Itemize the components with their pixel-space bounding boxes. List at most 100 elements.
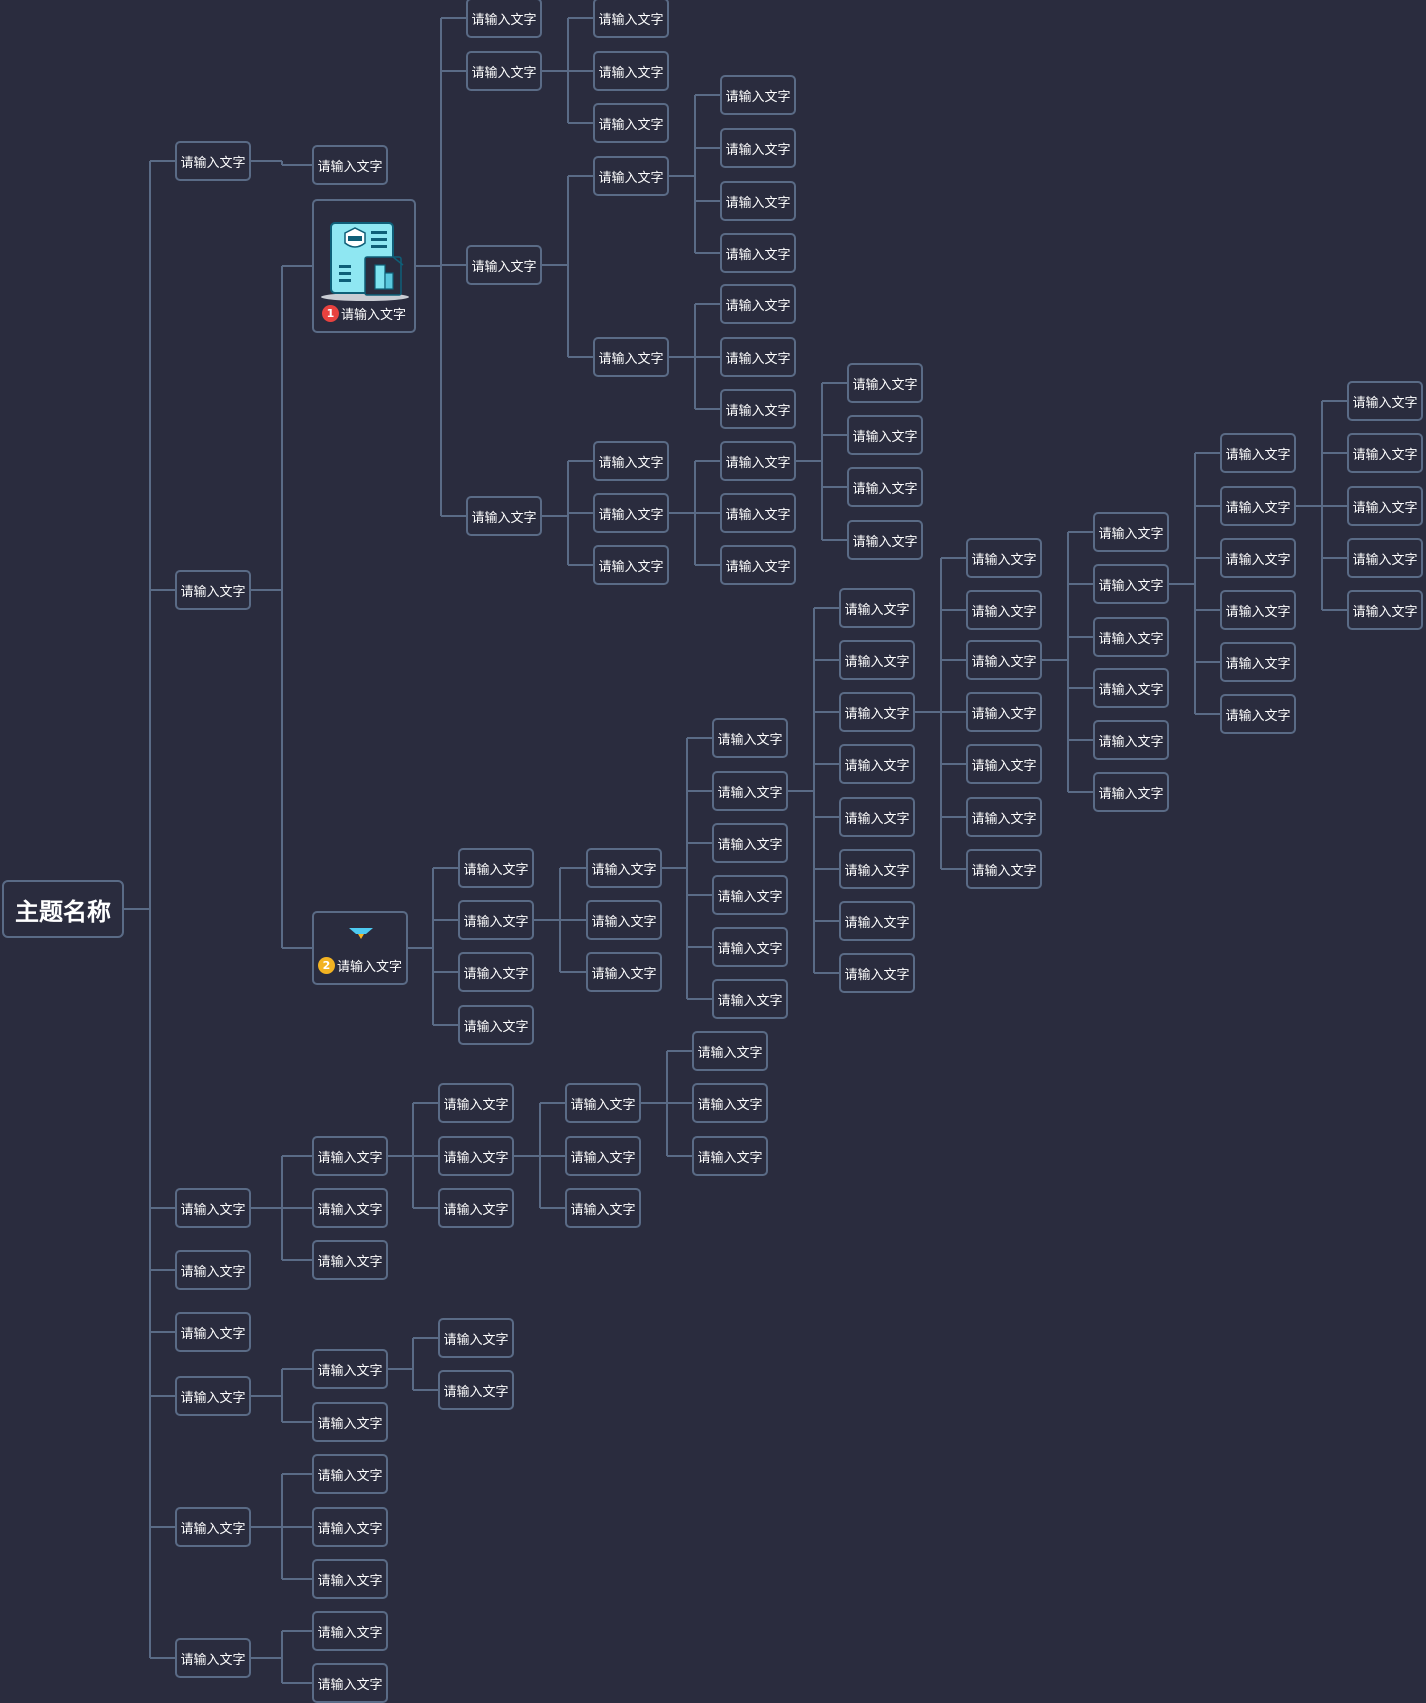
topic-node[interactable]: 请输入文字 (312, 1349, 388, 1389)
topic-node[interactable]: 请输入文字 (312, 1402, 388, 1442)
topic-node[interactable]: 请输入文字 (175, 570, 251, 610)
topic-node[interactable]: 请输入文字 (966, 590, 1042, 630)
topic-node[interactable]: 请输入文字 (720, 545, 796, 585)
topic-node[interactable]: 请输入文字 (586, 952, 662, 992)
topic-node[interactable]: 请输入文字 (720, 389, 796, 429)
topic-node[interactable]: 请输入文字 (175, 1376, 251, 1416)
topic-node[interactable]: 请输入文字 (593, 441, 669, 481)
topic-node[interactable]: 请输入文字 (839, 692, 915, 732)
topic-node[interactable]: 请输入文字 (312, 1663, 388, 1703)
topic-node[interactable]: 请输入文字 (175, 1188, 251, 1228)
topic-node[interactable]: 请输入文字 (593, 51, 669, 91)
topic-node[interactable]: 请输入文字 (175, 1250, 251, 1290)
topic-node[interactable]: 请输入文字 (458, 952, 534, 992)
topic-node[interactable]: 请输入文字 (1347, 381, 1423, 421)
topic-node[interactable]: 请输入文字 (839, 849, 915, 889)
topic-node[interactable]: 请输入文字 (458, 1005, 534, 1045)
topic-node[interactable]: 请输入文字 (312, 1136, 388, 1176)
topic-node[interactable]: 请输入文字 (466, 245, 542, 285)
topic-node[interactable]: 请输入文字 (720, 128, 796, 168)
topic-node[interactable]: 请输入文字 (839, 901, 915, 941)
topic-node[interactable]: 请输入文字 (565, 1083, 641, 1123)
topic-node[interactable]: 请输入文字 (712, 875, 788, 915)
topic-node[interactable]: 请输入文字 (565, 1188, 641, 1228)
topic-node[interactable]: 请输入文字 (966, 849, 1042, 889)
topic-node[interactable]: 请输入文字 (1093, 772, 1169, 812)
topic-node[interactable]: 请输入文字 (692, 1083, 768, 1123)
topic-node[interactable]: 请输入文字 (839, 588, 915, 628)
topic-node[interactable]: 请输入文字 (1220, 538, 1296, 578)
topic-node[interactable]: 请输入文字 (1220, 486, 1296, 526)
topic-node[interactable]: 请输入文字 (312, 1188, 388, 1228)
topic-node[interactable]: 请输入文字 (1347, 486, 1423, 526)
topic-node[interactable]: 请输入文字 (175, 141, 251, 181)
topic-node[interactable]: 请输入文字 (593, 0, 669, 38)
topic-node[interactable]: 请输入文字 (593, 156, 669, 196)
topic-node[interactable]: 请输入文字 (712, 718, 788, 758)
topic-node[interactable]: 请输入文字 (720, 284, 796, 324)
topic-node[interactable]: 请输入文字 (438, 1136, 514, 1176)
topic-node[interactable]: 请输入文字 (839, 797, 915, 837)
topic-node[interactable]: 请输入文字 (312, 1559, 388, 1599)
topic-node[interactable]: 请输入文字 (1093, 617, 1169, 657)
topic-node[interactable]: 请输入文字 (175, 1312, 251, 1352)
topic-node[interactable]: 请输入文字 (312, 145, 388, 185)
topic-node[interactable]: 请输入文字 (1093, 512, 1169, 552)
topic-node[interactable]: 请输入文字 (438, 1370, 514, 1410)
topic-node[interactable]: 请输入文字 (593, 545, 669, 585)
topic-node[interactable]: 请输入文字 (847, 520, 923, 560)
topic-node[interactable]: 请输入文字 (466, 51, 542, 91)
topic-node[interactable]: 请输入文字 (466, 0, 542, 38)
topic-node[interactable]: 请输入文字 (839, 744, 915, 784)
topic-node[interactable]: 请输入文字 (1220, 694, 1296, 734)
topic-node[interactable]: 请输入文字 (438, 1188, 514, 1228)
topic-node[interactable]: 请输入文字 (720, 337, 796, 377)
topic-node[interactable]: 请输入文字 (312, 1611, 388, 1651)
topic-node[interactable]: 请输入文字 (966, 797, 1042, 837)
topic-node[interactable]: 请输入文字 (458, 848, 534, 888)
topic-node[interactable]: 请输入文字 (966, 640, 1042, 680)
topic-node[interactable]: 请输入文字 (847, 415, 923, 455)
topic-node[interactable]: 请输入文字 (586, 848, 662, 888)
topic-node[interactable]: 请输入文字 (1220, 590, 1296, 630)
topic-node[interactable]: 请输入文字 (839, 640, 915, 680)
topic-node[interactable]: 请输入文字 (312, 1507, 388, 1547)
topic-node[interactable]: 请输入文字 (1347, 433, 1423, 473)
topic-node[interactable]: 请输入文字 (966, 744, 1042, 784)
topic-node[interactable]: 请输入文字 (720, 493, 796, 533)
topic-node[interactable]: 请输入文字 (712, 771, 788, 811)
topic-node[interactable]: 请输入文字 (1220, 642, 1296, 682)
topic-node[interactable]: 请输入文字 (1347, 538, 1423, 578)
topic-node[interactable]: 请输入文字 (966, 538, 1042, 578)
topic-node[interactable]: 请输入文字 (1093, 564, 1169, 604)
topic-node[interactable]: 请输入文字 (586, 900, 662, 940)
topic-node[interactable]: 请输入文字 (466, 496, 542, 536)
topic-node[interactable]: 请输入文字 (720, 441, 796, 481)
topic-node[interactable]: 请输入文字 (175, 1507, 251, 1547)
topic-node[interactable]: 请输入文字 (175, 1638, 251, 1678)
topic-node[interactable]: 请输入文字 (1220, 433, 1296, 473)
topic-node[interactable]: 请输入文字 (312, 1240, 388, 1280)
topic-node[interactable]: 请输入文字 (593, 103, 669, 143)
topic-node[interactable]: 请输入文字 (839, 953, 915, 993)
topic-node[interactable]: 请输入文字 (966, 692, 1042, 732)
topic-node[interactable]: 请输入文字 (1093, 720, 1169, 760)
topic-node[interactable]: 请输入文字 (593, 337, 669, 377)
root-topic-node[interactable]: 主题名称 (2, 880, 124, 938)
topic-node[interactable]: 请输入文字 (712, 927, 788, 967)
topic-node[interactable]: 请输入文字 (720, 181, 796, 221)
topic-node[interactable]: 请输入文字 (847, 467, 923, 507)
topic-node[interactable]: 请输入文字 (593, 493, 669, 533)
topic-node[interactable]: 请输入文字 (720, 75, 796, 115)
topic-node[interactable]: 请输入文字 (1347, 590, 1423, 630)
topic-node[interactable]: 请输入文字 (712, 823, 788, 863)
topic-node[interactable]: 请输入文字 (847, 363, 923, 403)
topic-node[interactable]: 请输入文字 (720, 233, 796, 273)
topic-node[interactable]: 请输入文字 (438, 1083, 514, 1123)
topic-node[interactable]: 请输入文字 (712, 979, 788, 1019)
topic-node[interactable]: 请输入文字 (1093, 668, 1169, 708)
topic-node[interactable]: 请输入文字 (312, 1454, 388, 1494)
topic-node[interactable]: 请输入文字 (438, 1318, 514, 1358)
